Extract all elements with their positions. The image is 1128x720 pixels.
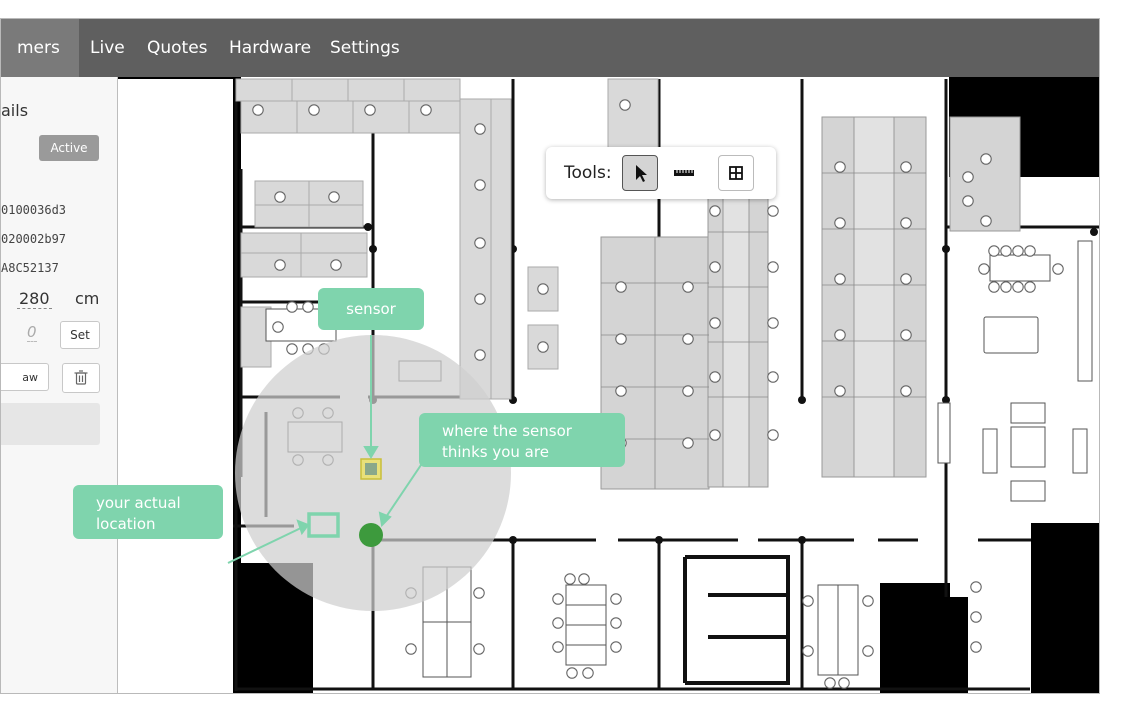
ruler-icon <box>674 170 694 176</box>
desks-center <box>600 116 1021 490</box>
pointer-icon <box>636 165 647 182</box>
estimate-callout-line1: where the sensor <box>442 422 572 440</box>
ruler-tool-button[interactable] <box>666 155 702 191</box>
grid-tool-button[interactable] <box>718 155 754 191</box>
app-window: mers Live Quotes Hardware Settings ails … <box>0 18 1100 694</box>
pointer-tool-button[interactable] <box>622 155 658 191</box>
meeting-room-right <box>937 240 1093 502</box>
draw-button[interactable]: aw <box>1 363 49 391</box>
sensor-marker-core <box>365 463 377 475</box>
panel-action-bar[interactable] <box>1 403 100 445</box>
floor-plan-map[interactable]: Tools: <box>117 77 1099 693</box>
details-panel: ails Active 0100036d3 020002b97 A8C52137… <box>1 77 117 693</box>
callout-pointers <box>227 335 426 564</box>
offset-input[interactable]: 0 <box>27 323 37 342</box>
tools-toolbar: Tools: <box>546 147 776 199</box>
trash-icon <box>74 370 88 385</box>
estimate-callout-line2: thinks you are <box>442 443 549 461</box>
nav-tab-settings[interactable]: Settings <box>330 38 400 58</box>
panel-title: ails <box>1 101 29 120</box>
distance-input[interactable]: 280 <box>17 289 52 309</box>
delete-button[interactable] <box>62 363 100 393</box>
device-id-3: A8C52137 <box>1 261 59 275</box>
floor-plan <box>118 77 1099 693</box>
estimate-callout: where the sensor thinks you are <box>419 413 625 467</box>
actual-location-callout: your actual location <box>73 485 223 539</box>
estimated-location-dot[interactable] <box>359 523 383 547</box>
nav-tab-live[interactable]: Live <box>90 38 125 58</box>
stairs <box>683 555 790 685</box>
tools-label: Tools: <box>564 163 612 183</box>
bottom-rooms <box>422 566 859 678</box>
status-badge[interactable]: Active <box>39 135 99 161</box>
actual-callout-line2: location <box>96 515 156 533</box>
device-id-2: 020002b97 <box>1 232 67 246</box>
grid-icon <box>729 166 743 180</box>
set-button[interactable]: Set <box>60 321 100 349</box>
actual-callout-line1: your actual <box>96 494 181 512</box>
device-id-1: 0100036d3 <box>1 203 67 217</box>
sensor-callout: sensor <box>318 288 424 330</box>
nav-tab-quotes[interactable]: Quotes <box>147 38 208 58</box>
nav-tab-hardware[interactable]: Hardware <box>229 38 312 58</box>
distance-unit: cm <box>75 289 100 308</box>
nav-tab-customers[interactable]: mers <box>1 19 79 77</box>
top-nav: mers Live Quotes Hardware Settings <box>1 19 1099 77</box>
